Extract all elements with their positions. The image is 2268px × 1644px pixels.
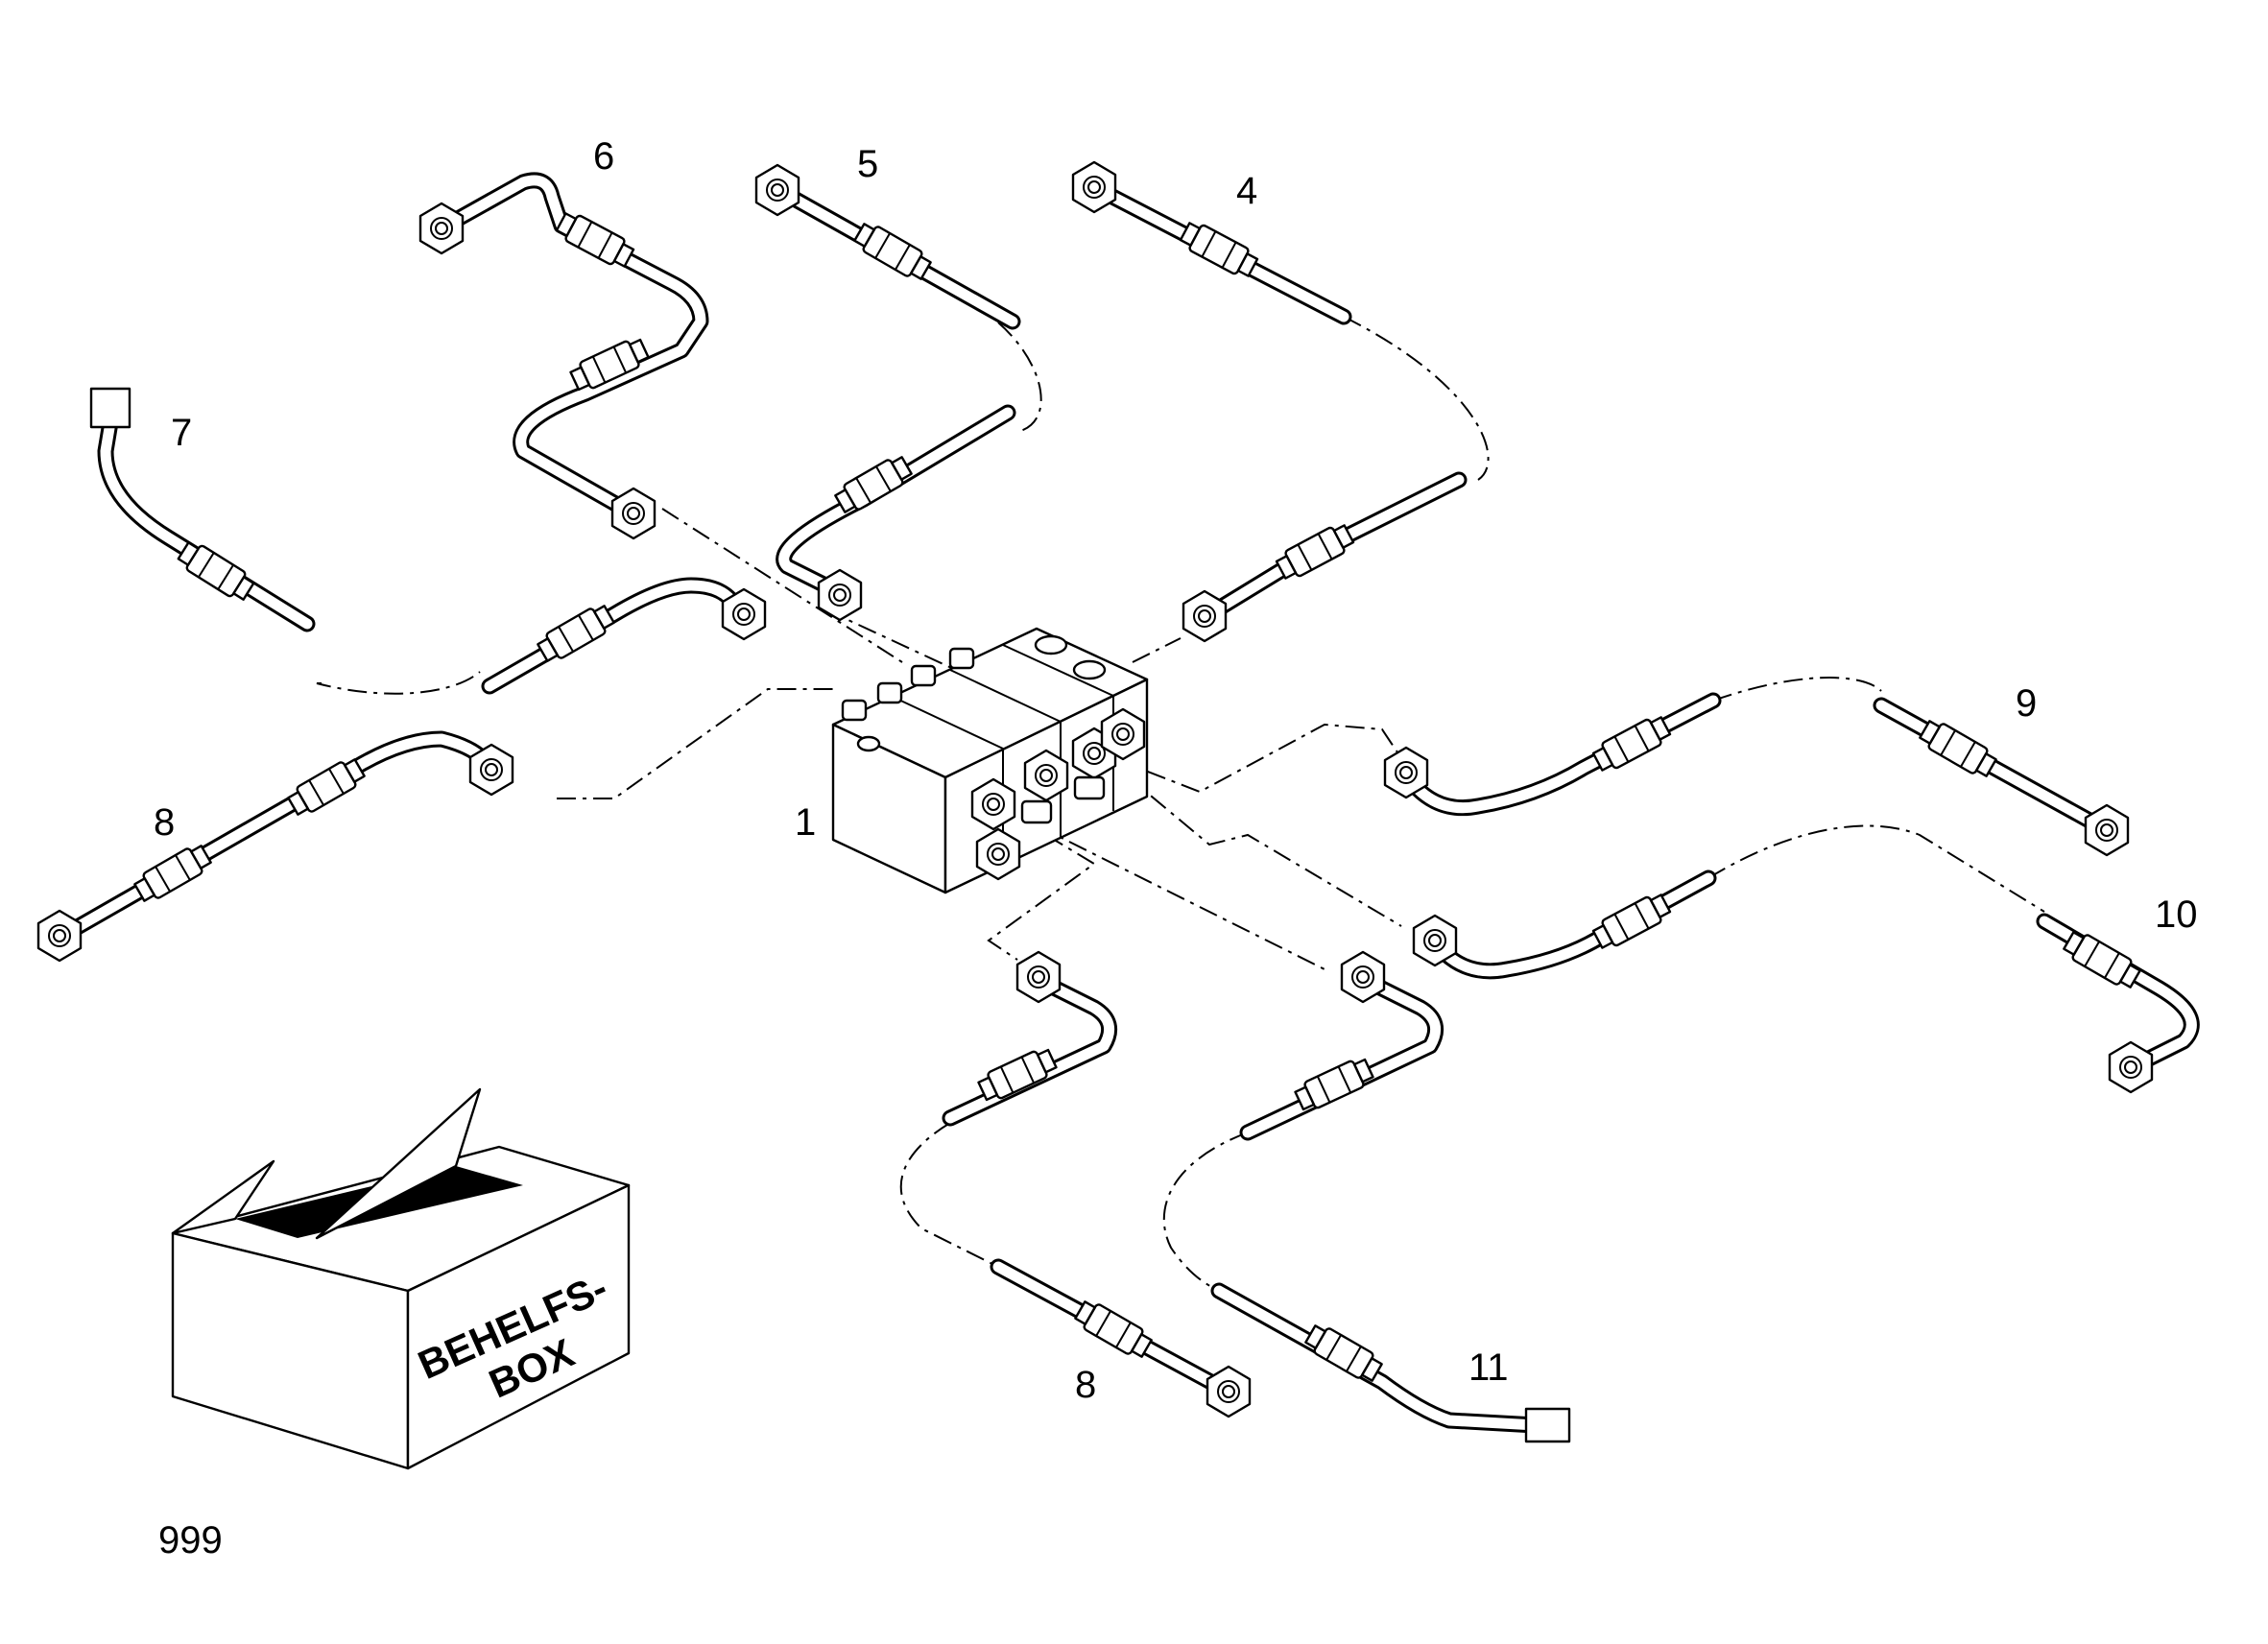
pipe-assembly-6 [418, 172, 709, 540]
callout-11: 11 [1468, 1346, 1509, 1389]
pipe-assembly-7 [89, 387, 767, 695]
callout-10: 10 [2155, 893, 2198, 936]
behelfs-box-illustration: BEHELFS- BOX [171, 1087, 631, 1470]
callout-4: 4 [1236, 170, 1257, 212]
callout-5: 5 [857, 143, 878, 185]
pipe-assembly-10 [1412, 870, 2200, 1094]
callout-8-bottom: 8 [1075, 1364, 1096, 1406]
callout-7: 7 [171, 412, 192, 454]
pipe-assembly-8-left [36, 730, 514, 963]
callout-1: 1 [795, 801, 816, 844]
callout-labels: 1 4 5 6 7 8 8 9 10 11 999 [154, 135, 2198, 1561]
pipe-assembly-9 [1383, 692, 2130, 857]
callout-6: 6 [593, 135, 614, 178]
dashed-connection-lines [316, 316, 2045, 1292]
distributor-block [831, 627, 1149, 894]
callout-999: 999 [158, 1519, 223, 1561]
callout-9: 9 [2016, 682, 2037, 725]
pipe-assembly-4 [1071, 160, 1468, 643]
pipe-assembly-8-bottom [942, 950, 1252, 1418]
pipe-assembly-5 [754, 163, 1021, 622]
callout-8-left: 8 [154, 801, 175, 844]
pipe-assembly-11 [1210, 950, 1571, 1443]
